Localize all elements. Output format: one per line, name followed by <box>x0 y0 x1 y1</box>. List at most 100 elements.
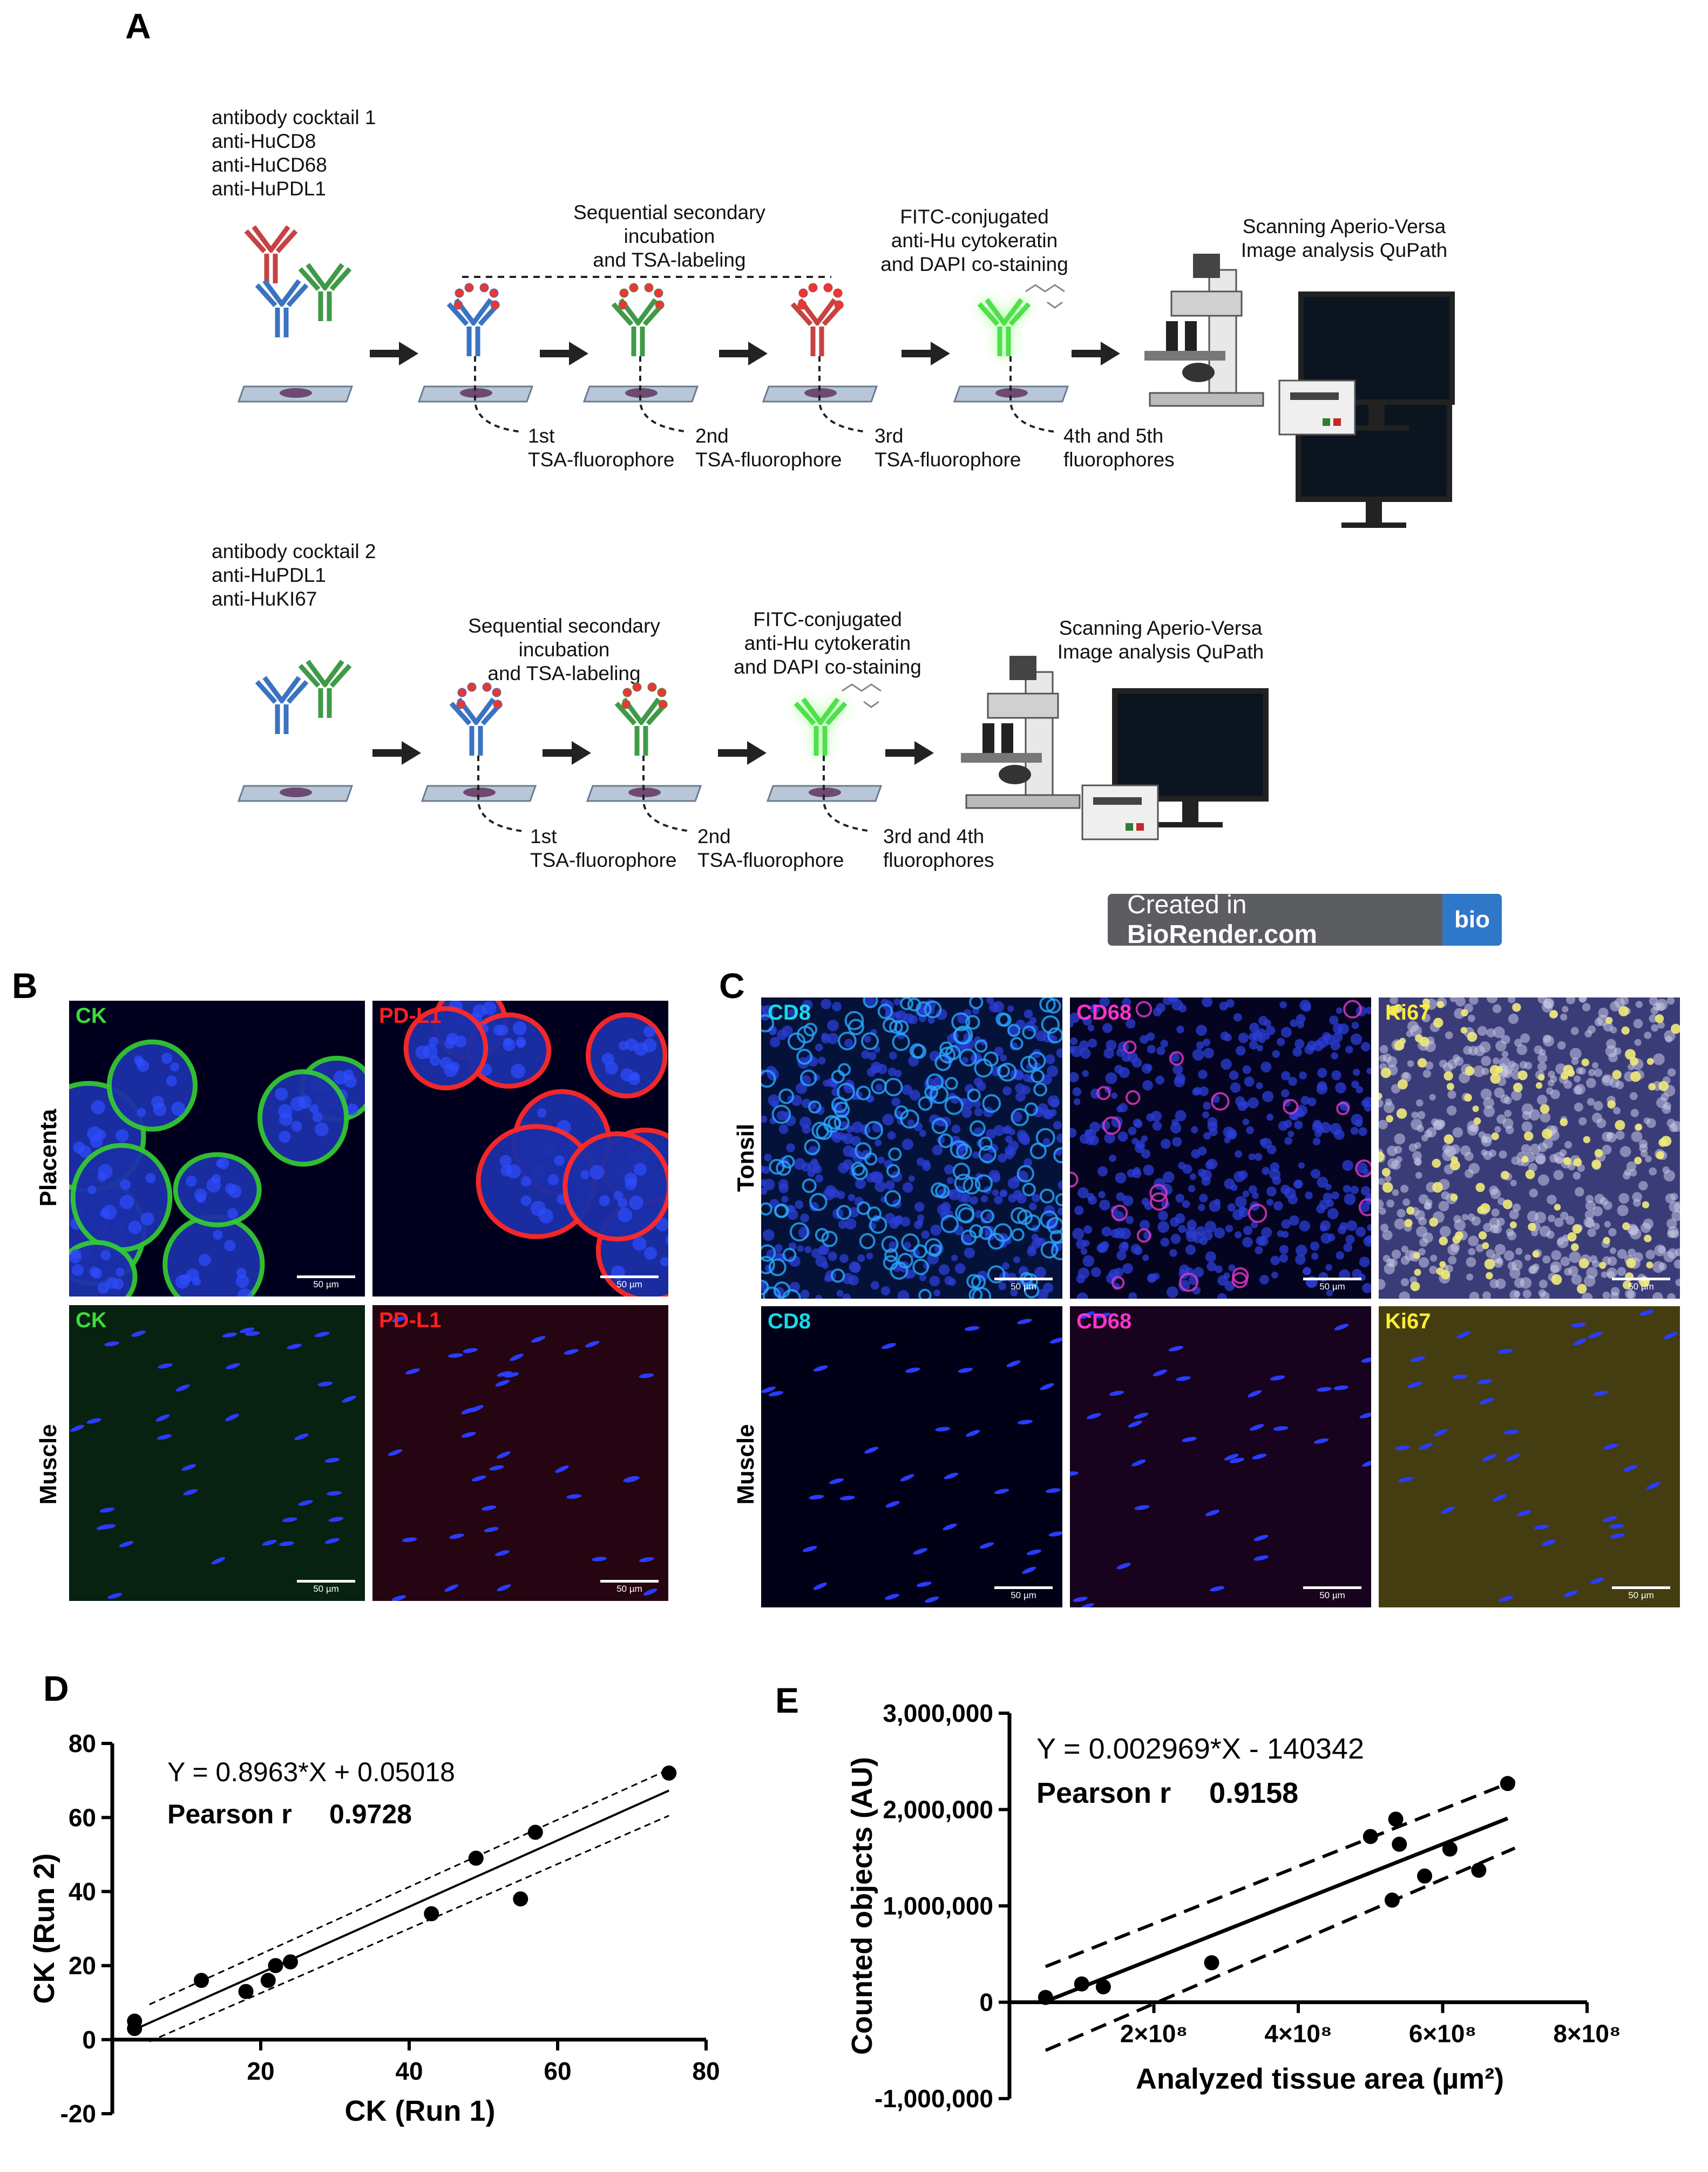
data-point <box>1392 1836 1407 1852</box>
data-point <box>513 1891 528 1907</box>
y-tick-label: 3,000,000 <box>883 1700 993 1727</box>
scale-bar: 50 µm <box>1612 1278 1670 1292</box>
stain-label: CK <box>76 1004 107 1028</box>
scale-bar-label: 50 µm <box>1319 1590 1345 1600</box>
tissue-texture <box>1070 997 1371 1299</box>
data-point <box>1417 1868 1433 1884</box>
data-point <box>527 1824 543 1840</box>
step-line: fluorophores <box>1063 449 1175 471</box>
fitc1-line: FITC-conjugated <box>900 206 1049 228</box>
pearson-value: 0.9158 <box>1209 1777 1298 1809</box>
tissue-texture <box>761 1306 1062 1607</box>
y-tick-label: 1,000,000 <box>883 1892 993 1920</box>
step-line: 4th and 5th <box>1063 425 1164 447</box>
panel-label-d: D <box>43 1668 69 1708</box>
scale-bar: 50 µm <box>297 1580 355 1594</box>
micrograph-muscle-ki67: Ki67 50 µm <box>1379 1306 1680 1607</box>
cocktail2-line: anti-HuKI67 <box>212 588 317 610</box>
panel-label-a: A <box>125 6 151 46</box>
fitc1-text: FITC-conjugated anti-Hu cytokeratin and … <box>858 205 1090 276</box>
y-tick-label: 60 <box>69 1803 96 1831</box>
step-line: TSA-fluorophore <box>530 849 677 871</box>
scale-bar-label: 50 µm <box>616 1279 642 1289</box>
confidence-band-lower <box>149 1815 669 2042</box>
data-point <box>1388 1811 1404 1827</box>
y-tick-label: -20 <box>60 2100 96 2128</box>
stain-label: CD8 <box>768 1309 811 1333</box>
data-point <box>661 1765 677 1781</box>
secondary2-line: and TSA-labeling <box>487 662 641 684</box>
scale-bar-label: 50 µm <box>616 1584 642 1594</box>
step-line: TSA-fluorophore <box>695 449 842 471</box>
stain-label: Ki67 <box>1385 1001 1431 1024</box>
biorender-text: Created in BioRender.com <box>1108 890 1442 949</box>
x-tick-label: 80 <box>692 2057 720 2085</box>
fitc1-line: anti-Hu cytokeratin <box>891 229 1058 252</box>
scale-bar-label: 50 µm <box>1011 1590 1036 1600</box>
data-point <box>283 1954 298 1970</box>
x-tick-label: 20 <box>247 2057 274 2085</box>
tissue-texture <box>1379 1306 1680 1607</box>
secondary1-line: Sequential secondary <box>573 201 765 223</box>
biorender-prefix: Created in <box>1127 891 1247 919</box>
y-axis-title: CK (Run 2) <box>28 1854 60 2004</box>
data-point <box>260 1973 276 1988</box>
data-point <box>1442 1841 1458 1857</box>
data-point <box>1500 1776 1515 1791</box>
row-label-muscle-b: Muscle <box>35 1424 62 1505</box>
step-line: 3rd <box>875 425 904 447</box>
confidence-band-upper <box>149 1768 669 2005</box>
fitc2-line: FITC-conjugated <box>753 608 902 630</box>
tissue-texture <box>1379 997 1680 1299</box>
scale-bar: 50 µm <box>1612 1586 1670 1601</box>
fitc2-line: and DAPI co-staining <box>734 656 921 678</box>
scale-bar-label: 50 µm <box>313 1584 339 1594</box>
regression-equation: Y = 0.002969*X - 140342 <box>1036 1733 1364 1765</box>
micrograph-muscle-cd68: CD68 50 µm <box>1070 1306 1371 1607</box>
axes: -1,000,00001,000,0002,000,0003,000,0002×… <box>875 1700 1621 2113</box>
data-point <box>1095 1979 1111 1994</box>
scale-bar: 50 µm <box>600 1580 659 1594</box>
cocktail1-line: anti-HuCD68 <box>212 154 327 176</box>
y-tick-label: 2,000,000 <box>883 1796 993 1824</box>
data-point <box>468 1850 484 1866</box>
scale-bar: 50 µm <box>994 1586 1053 1601</box>
secondary2-text: Sequential secondary incubation and TSA-… <box>435 614 694 685</box>
tissue-texture <box>403 1001 668 1297</box>
cocktail1-list: antibody cocktail 1 anti-HuCD8 anti-HuCD… <box>212 106 376 201</box>
scale-bar: 50 µm <box>1303 1278 1361 1292</box>
scale-bar-label: 50 µm <box>1011 1281 1036 1292</box>
scale-bar: 50 µm <box>297 1275 355 1290</box>
data-point <box>194 1973 209 1988</box>
tissue-texture <box>69 1305 365 1601</box>
tissue-texture <box>761 997 1062 1299</box>
stain-label: PD-L1 <box>379 1004 442 1028</box>
step-line: 1st <box>530 825 557 847</box>
data-point <box>1204 1955 1219 1971</box>
micrograph-muscle-pdl1: PD-L1 50 µm <box>372 1305 668 1601</box>
y-tick-label: 0 <box>82 2026 96 2054</box>
stain-label: CK <box>76 1308 107 1332</box>
row-label-tonsil: Tonsil <box>733 1123 759 1192</box>
biorender-badge: Created in BioRender.com bio <box>1108 891 1502 949</box>
cocktail1-line: anti-HuPDL1 <box>212 178 326 200</box>
scan1-text: Scanning Aperio-Versa Image analysis QuP… <box>1215 215 1474 262</box>
data-point <box>1471 1862 1487 1878</box>
panel-label-c: C <box>719 966 745 1006</box>
scale-bar-label: 50 µm <box>1628 1590 1654 1600</box>
scale-bar: 50 µm <box>600 1275 659 1290</box>
data-point <box>1038 1990 1053 2005</box>
y-tick-label: 20 <box>69 1952 96 1980</box>
cocktail2-list: antibody cocktail 2 anti-HuPDL1 anti-HuK… <box>212 540 376 611</box>
micrograph-placenta-pdl1: PD-L1 50 µm <box>372 1001 668 1297</box>
x-axis-title: Analyzed tissue area (µm²) <box>1136 2063 1504 2095</box>
confidence-band-upper <box>1045 1779 1516 1969</box>
fitc2-text: FITC-conjugated anti-Hu cytokeratin and … <box>711 608 944 679</box>
scale-bar: 50 µm <box>994 1278 1053 1292</box>
antibody-red <box>246 227 296 283</box>
tissue-texture <box>372 1305 668 1601</box>
